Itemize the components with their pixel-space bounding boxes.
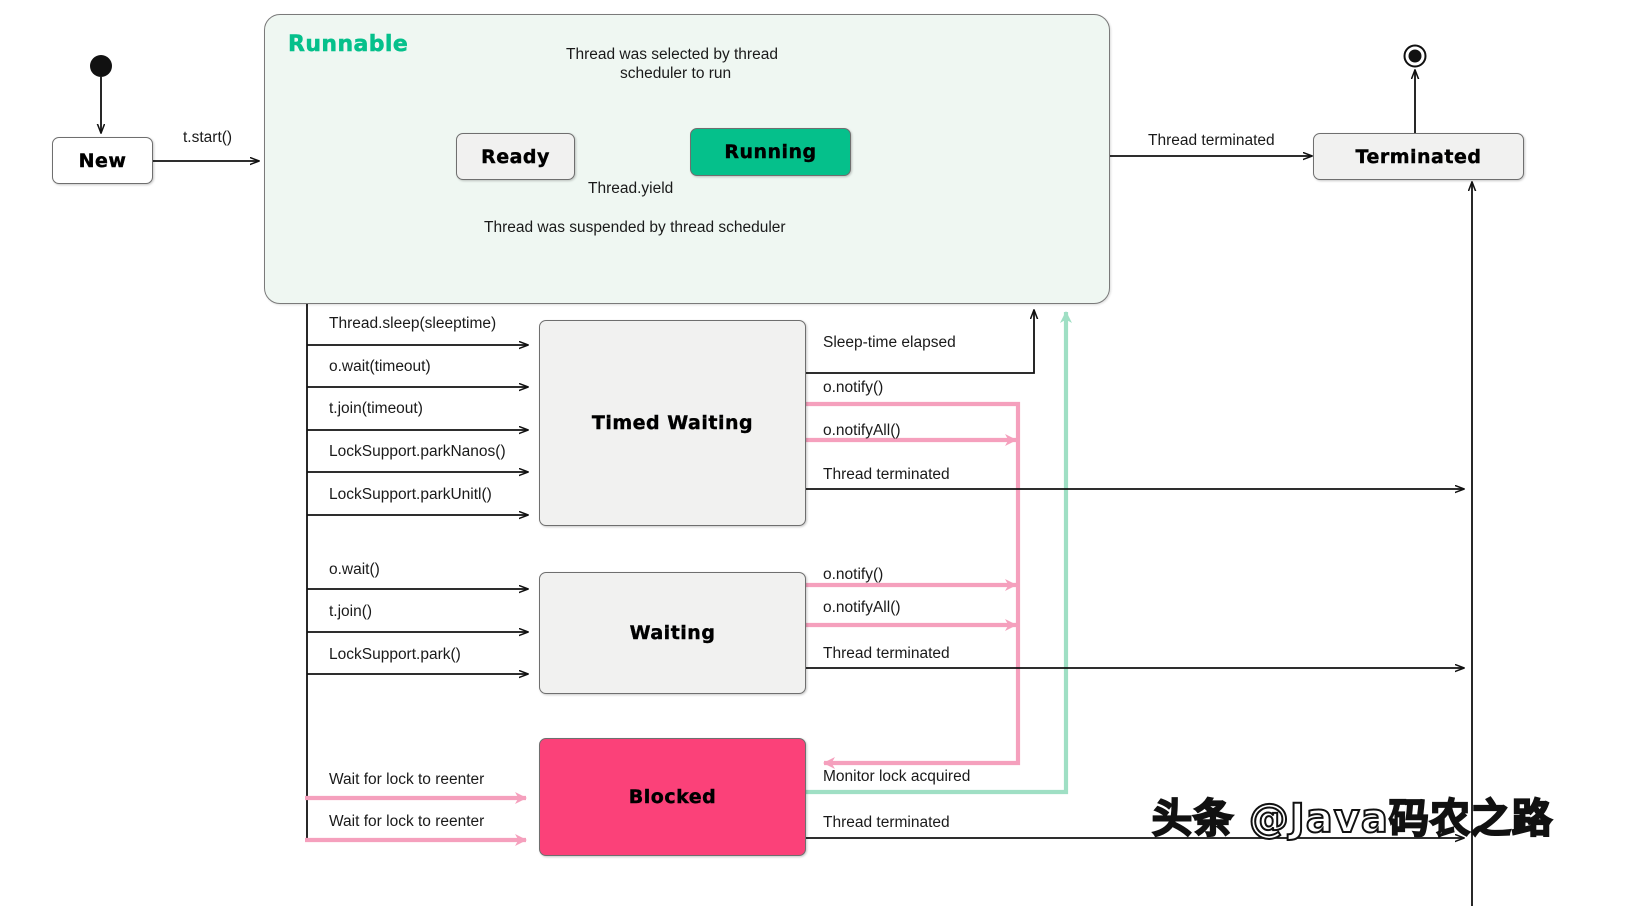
state-timed-waiting[interactable]: Timed Waiting — [539, 320, 806, 526]
label-to-blocked-2: Wait for lock to reenter — [329, 813, 485, 830]
label-from-waiting-1: o.notify() — [823, 566, 884, 583]
label-from-timed-2: o.notify() — [823, 379, 884, 396]
label-to-timed-1: Thread.sleep(sleeptime) — [329, 315, 497, 332]
edge-terminated-to-final — [1403, 44, 1427, 133]
label-runnable-thread-terminated: Thread terminated — [1148, 132, 1275, 149]
label-to-timed-3: t.join(timeout) — [329, 400, 423, 417]
label-to-blocked-1: Wait for lock to reenter — [329, 771, 485, 788]
label-selected-by-scheduler-line2: scheduler to run — [620, 65, 732, 82]
label-to-timed-2: o.wait(timeout) — [329, 358, 431, 375]
label-to-waiting-1: o.wait() — [329, 561, 380, 578]
state-waiting-label: Waiting — [629, 622, 716, 644]
label-from-waiting-3: Thread terminated — [823, 645, 950, 662]
state-running-label: Running — [724, 141, 817, 163]
state-new[interactable]: New — [52, 137, 153, 184]
edge-initial-to-new — [90, 55, 112, 133]
state-blocked[interactable]: Blocked — [539, 738, 806, 856]
label-thread-yield: Thread.yield — [588, 180, 674, 197]
label-to-timed-4: LockSupport.parkNanos() — [329, 443, 506, 460]
label-t-start: t.start() — [183, 129, 233, 146]
label-suspended-by-scheduler: Thread was suspended by thread scheduler — [484, 219, 786, 236]
label-selected-by-scheduler-line1: Thread was selected by thread — [566, 46, 778, 63]
state-new-label: New — [78, 149, 127, 172]
state-waiting[interactable]: Waiting — [539, 572, 806, 694]
label-from-timed-4: Thread terminated — [823, 466, 950, 483]
state-blocked-label: Blocked — [628, 786, 717, 808]
state-timed-waiting-label: Timed Waiting — [591, 412, 754, 434]
watermark: 头条 @Java码农之路 — [1151, 795, 1553, 843]
state-ready[interactable]: Ready — [456, 133, 575, 180]
state-terminated-label: Terminated — [1355, 145, 1482, 168]
state-running[interactable]: Running — [690, 128, 851, 176]
state-terminated[interactable]: Terminated — [1313, 133, 1524, 180]
label-from-blocked-2: Thread terminated — [823, 814, 950, 831]
label-from-timed-3: o.notifyAll() — [823, 422, 901, 439]
label-from-timed-1: Sleep-time elapsed — [823, 334, 956, 351]
label-to-timed-5: LockSupport.parkUnitl() — [329, 486, 492, 503]
label-from-blocked-1: Monitor lock acquired — [823, 768, 971, 785]
runnable-region[interactable] — [264, 14, 1110, 304]
runnable-region-label: Runnable — [288, 32, 409, 58]
label-to-waiting-2: t.join() — [329, 603, 373, 620]
label-to-waiting-3: LockSupport.park() — [329, 646, 461, 663]
state-ready-label: Ready — [481, 145, 550, 168]
label-from-waiting-2: o.notifyAll() — [823, 599, 901, 616]
